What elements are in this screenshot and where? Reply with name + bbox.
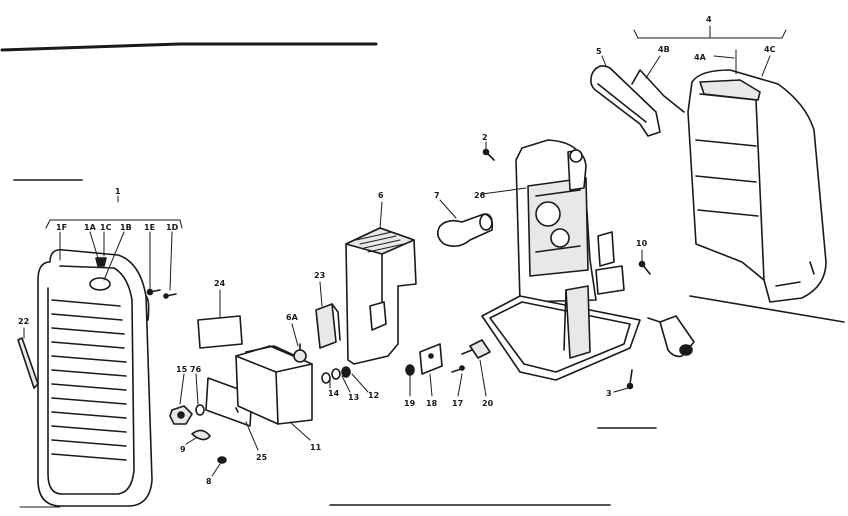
screw-10-right bbox=[638, 260, 651, 275]
label-2: 2 bbox=[482, 133, 488, 142]
label-22: 22 bbox=[18, 317, 29, 326]
side-strip-22 bbox=[17, 337, 39, 389]
cord-plug bbox=[647, 315, 695, 358]
label-1A: 1A bbox=[84, 223, 97, 232]
label-4: 4 bbox=[706, 15, 712, 24]
label-4C: 4C bbox=[764, 45, 776, 54]
screw-3 bbox=[626, 369, 634, 390]
washer-14 bbox=[321, 372, 331, 384]
label-15: 15 bbox=[176, 365, 188, 374]
leader-lines bbox=[23, 25, 787, 477]
motor-7 bbox=[436, 213, 494, 248]
bolt-6A bbox=[293, 343, 307, 363]
plate-18 bbox=[419, 343, 443, 375]
tray-11 bbox=[235, 345, 313, 425]
grille-slats bbox=[51, 299, 127, 461]
label-13: 13 bbox=[348, 393, 359, 402]
label-1: 1 bbox=[115, 187, 121, 196]
knob-9 bbox=[191, 429, 211, 441]
label-8: 8 bbox=[206, 477, 212, 486]
label-1F: 1F bbox=[56, 223, 67, 232]
washer-16 bbox=[195, 404, 205, 416]
label-4B: 4B bbox=[658, 45, 670, 54]
label-20: 20 bbox=[482, 399, 494, 408]
screw-17 bbox=[451, 365, 465, 373]
label-1C: 1C bbox=[100, 223, 112, 232]
label-23: 23 bbox=[314, 271, 325, 280]
label-14: 14 bbox=[328, 389, 340, 398]
handle-5 bbox=[590, 65, 661, 137]
label-1D: 1D bbox=[166, 223, 179, 232]
base-plate bbox=[481, 285, 641, 381]
washer-12 bbox=[341, 366, 351, 378]
label-76: 76 bbox=[190, 365, 202, 374]
label-6A: 6A bbox=[286, 313, 299, 322]
front-grille-housing bbox=[37, 248, 153, 507]
label-3: 3 bbox=[606, 389, 612, 398]
cover-box-6 bbox=[345, 227, 417, 365]
label-10-right: 10 bbox=[636, 239, 648, 248]
label-6: 6 bbox=[378, 191, 384, 200]
screw-2 bbox=[482, 148, 495, 161]
label-17: 17 bbox=[452, 399, 463, 408]
bracket-23 bbox=[315, 303, 341, 349]
plate-24 bbox=[197, 315, 243, 349]
label-26: 26 bbox=[474, 191, 486, 200]
label-9: 9 bbox=[180, 445, 186, 454]
washer-19 bbox=[405, 364, 415, 376]
label-5: 5 bbox=[596, 47, 602, 56]
nut-15 bbox=[169, 405, 193, 425]
washer-13 bbox=[331, 368, 341, 380]
screw-1D bbox=[163, 293, 177, 299]
part-labels: 1 1F 1A 1C 1B 1E 1D 22 24 6A 23 6 7 2 26… bbox=[18, 15, 776, 486]
screw-8 bbox=[217, 456, 227, 464]
label-4A: 4A bbox=[694, 53, 707, 62]
label-19: 19 bbox=[404, 399, 416, 408]
main-chassis bbox=[515, 139, 625, 303]
label-24: 24 bbox=[214, 279, 226, 288]
label-1B: 1B bbox=[120, 223, 132, 232]
label-7: 7 bbox=[434, 191, 440, 200]
switch-20 bbox=[461, 339, 491, 359]
label-25: 25 bbox=[256, 453, 268, 462]
label-18: 18 bbox=[426, 399, 438, 408]
label-11: 11 bbox=[310, 443, 322, 452]
label-12: 12 bbox=[368, 391, 379, 400]
screw-1E bbox=[146, 288, 161, 296]
label-1E: 1E bbox=[144, 223, 155, 232]
border-lines bbox=[0, 42, 845, 508]
wire-4B bbox=[631, 69, 685, 113]
rear-cover-4C bbox=[687, 69, 827, 303]
